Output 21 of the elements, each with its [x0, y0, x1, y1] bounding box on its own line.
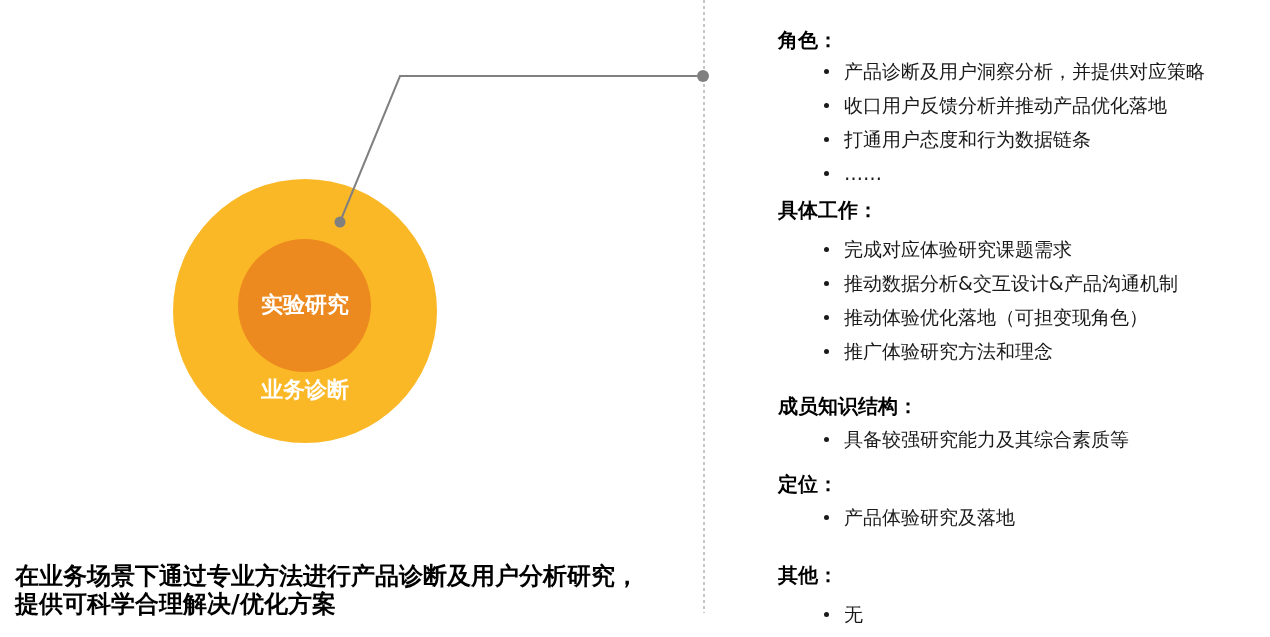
list-item: 收口用户反馈分析并推动产品优化落地 [844, 93, 1167, 117]
section-heading: 成员知识结构： [778, 394, 918, 418]
list-item: 产品体验研究及落地 [844, 505, 1015, 529]
section-heading: 角色： [778, 28, 838, 52]
list-item: 推动数据分析&交互设计&产品沟通机制 [844, 271, 1178, 295]
list-item: 完成对应体验研究课题需求 [844, 237, 1072, 261]
section-heading: 具体工作： [778, 198, 878, 222]
list-item: 推广体验研究方法和理念 [844, 339, 1053, 363]
summary-text: 在业务场景下通过专业方法进行产品诊断及用户分析研究，提供可科学合理解决/优化方案 [15, 562, 640, 618]
list-item: 产品诊断及用户洞察分析，并提供对应策略 [844, 59, 1205, 83]
list-item: 具备较强研究能力及其综合素质等 [844, 427, 1129, 451]
list-item: 打通用户态度和行为数据链条 [844, 127, 1091, 151]
circle-label: 实验研究 [259, 292, 350, 318]
circle-label: 业务诊断 [260, 377, 350, 403]
list-item: 无 [844, 602, 863, 626]
section-heading: 定位： [778, 472, 838, 496]
leader-dot [697, 70, 709, 82]
list-item: 推动体验优化落地（可担变现角色） [844, 305, 1148, 329]
list-item: …… [844, 161, 882, 185]
leader-line [334, 75, 698, 228]
section-heading: 其他： [778, 563, 838, 587]
